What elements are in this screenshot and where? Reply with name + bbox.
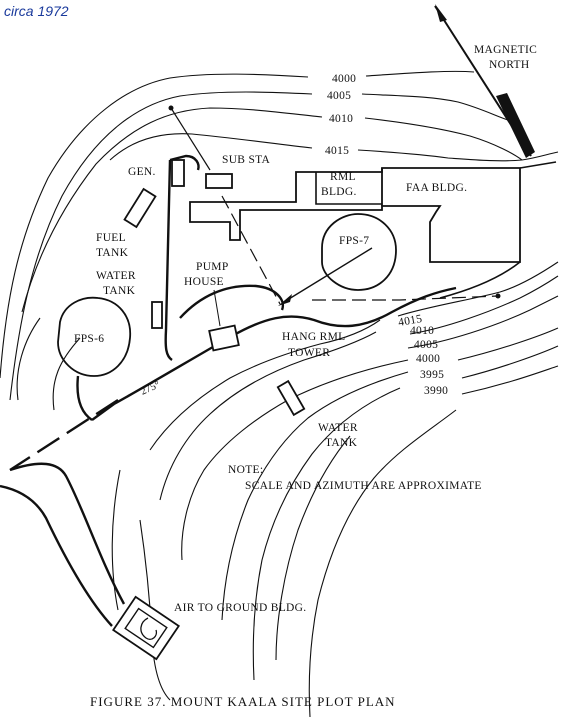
figure-caption: FIGURE 37. MOUNT KAALA SITE PLOT PLAN <box>90 694 396 709</box>
hang-rml-tower-label-2: TOWER <box>288 347 330 359</box>
main-building-complex <box>189 167 521 263</box>
generator-label: GEN. <box>128 166 156 178</box>
magnetic-north-arrow-icon <box>434 4 535 158</box>
water-tank-label-2: TANK <box>103 285 136 297</box>
fuel-tank-label-2: TANK <box>96 247 129 259</box>
fuel-tank <box>123 187 157 229</box>
signal-path-lines <box>168 105 501 306</box>
sub-station-building <box>205 173 233 189</box>
air-to-ground-label: AIR TO GROUND BLDG. <box>174 602 306 614</box>
pump-house <box>208 324 240 352</box>
note-text: SCALE AND AZIMUTH ARE APPROXIMATE <box>245 480 482 492</box>
water-tank-label-1: WATER <box>96 270 136 282</box>
pump-house-label-1: PUMP <box>196 261 229 273</box>
air-to-ground-building <box>112 595 180 661</box>
lower-contour-lines <box>16 261 559 718</box>
fps7-tower <box>321 213 397 291</box>
rml-building-label-1: RML <box>330 171 356 183</box>
contour-label-4010-top: 4010 <box>329 113 353 125</box>
contour-label-4000-top: 4000 <box>332 73 356 85</box>
contour-label-3990: 3990 <box>424 385 448 397</box>
contour-label-4000-low: 4000 <box>416 353 440 365</box>
fps6-tower <box>57 296 131 377</box>
building-outline-interior <box>315 161 557 299</box>
magnetic-north-label-1: MAGNETIC <box>474 44 537 56</box>
contour-label-3995: 3995 <box>420 369 444 381</box>
fuel-tank-label-1: FUEL <box>96 232 126 244</box>
magnetic-north-label-2: NORTH <box>489 59 529 71</box>
contour-label-4015-low: 4015 <box>397 313 423 329</box>
rml-building-label-2: BLDG. <box>321 186 357 198</box>
contour-label-4015-top: 4015 <box>325 145 349 157</box>
contour-label-4010-low: 4010 <box>410 325 434 337</box>
note-heading: NOTE: <box>228 464 263 476</box>
water-tank-upper <box>151 301 163 329</box>
faa-building-label: FAA BLDG. <box>406 182 467 194</box>
date-note: circa 1972 <box>4 3 69 19</box>
pump-house-label-2: HOUSE <box>184 276 224 288</box>
site-perimeter-road <box>0 154 457 627</box>
hang-rml-tower-label-1: HANG RML <box>282 331 345 343</box>
upper-contour-lines <box>0 70 559 401</box>
fps7-label: FPS-7 <box>339 235 369 247</box>
water-tank-lower-label-1: WATER <box>318 422 358 434</box>
water-tank-lower <box>276 379 306 417</box>
bearing-label: 275° <box>139 379 162 397</box>
contour-label-4005-low: 4005 <box>414 339 438 351</box>
fps6-label: FPS-6 <box>74 333 104 345</box>
sub-station-label: SUB STA <box>222 154 271 166</box>
water-tank-lower-label-2: TANK <box>325 437 358 449</box>
contour-label-4005-top: 4005 <box>327 90 351 102</box>
generator-building <box>171 159 185 187</box>
